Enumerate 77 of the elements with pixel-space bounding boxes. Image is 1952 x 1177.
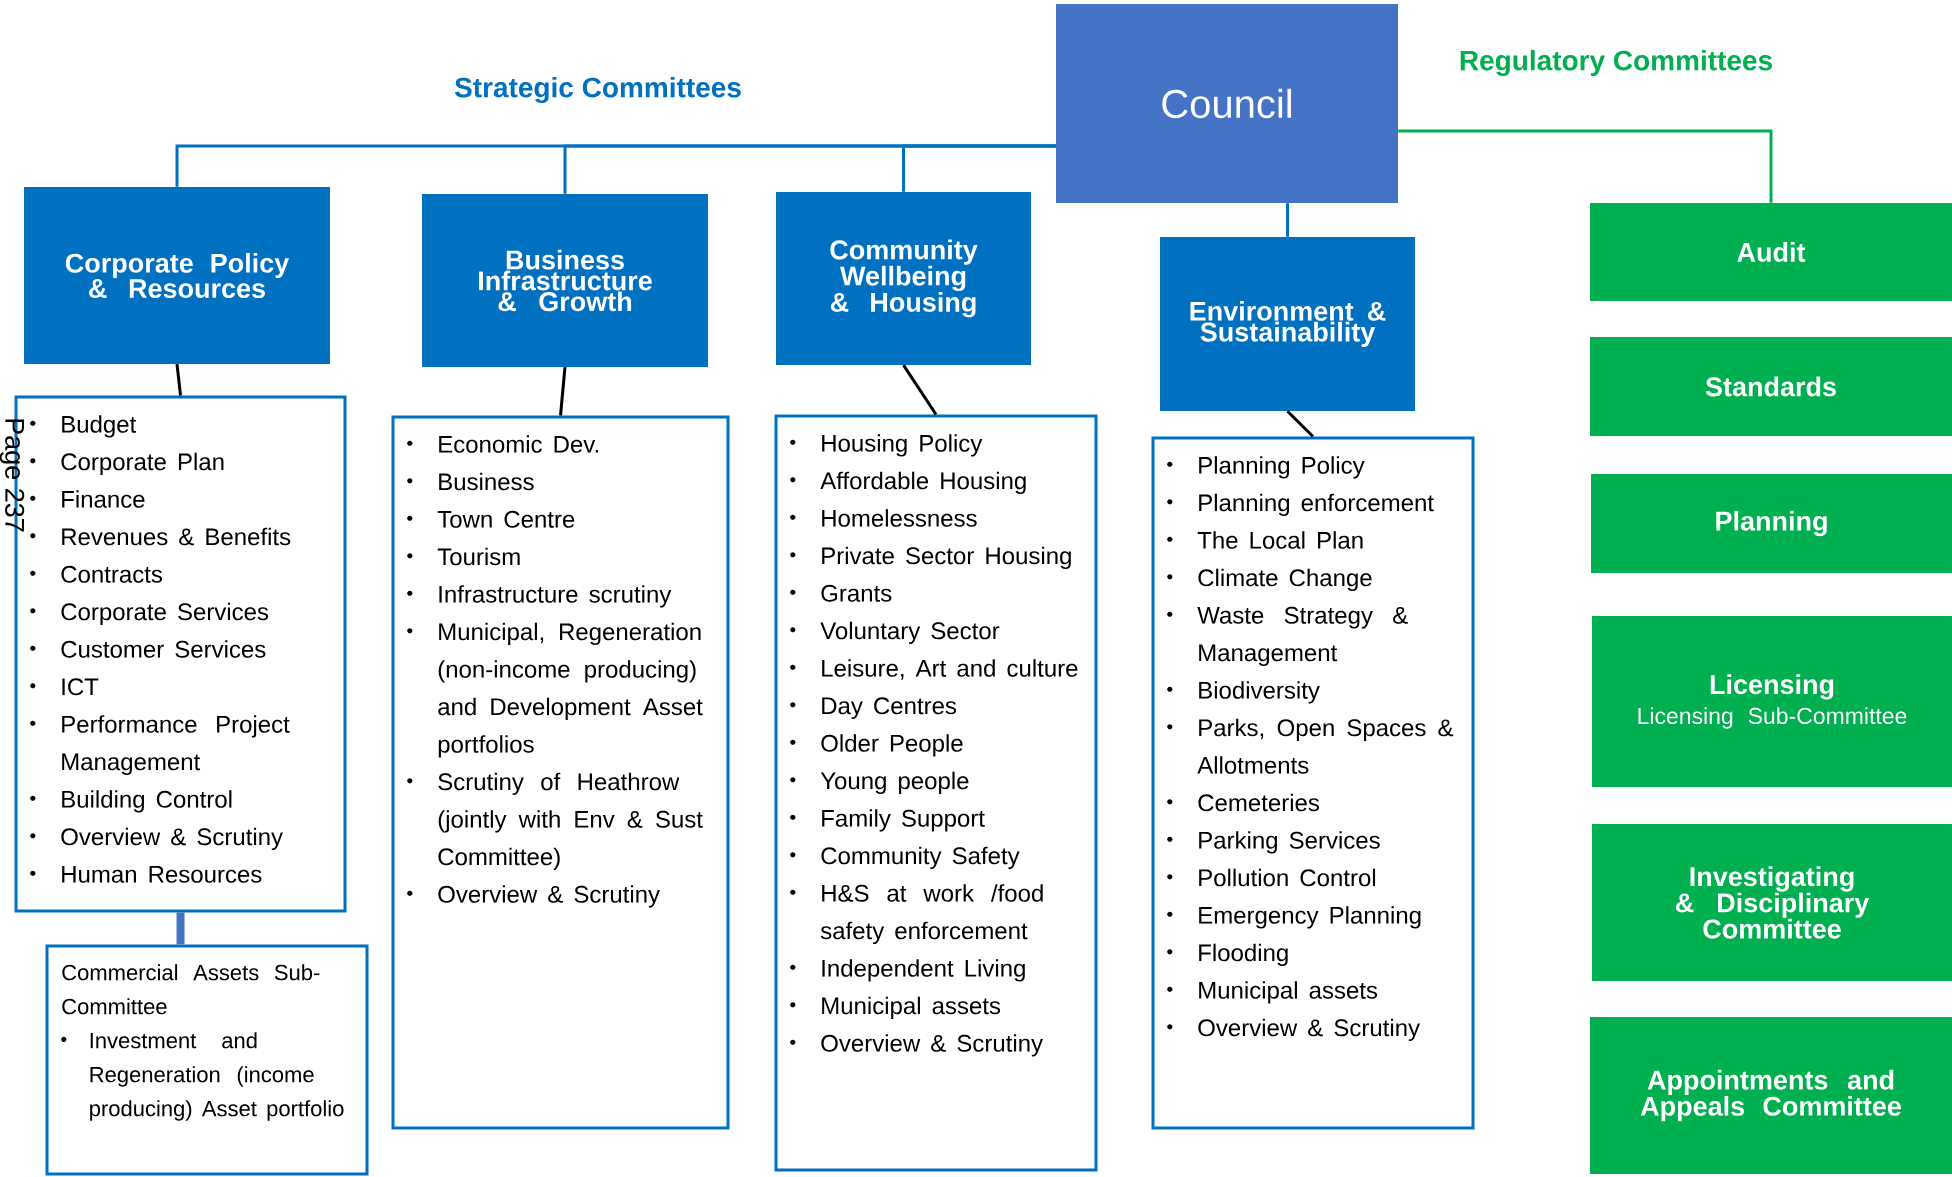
list-item: Housing Policy <box>790 434 983 457</box>
list-item: Contracts <box>30 565 163 583</box>
connector-line <box>559 367 567 416</box>
list-item: Day Centres <box>790 697 957 720</box>
list-item: Municipal assets <box>1167 981 1378 1004</box>
list-item: Voluntary Sector <box>790 621 1000 645</box>
list-heading: Commercial Assets Sub-Committee <box>62 964 320 1015</box>
list-item: Homelessness <box>790 509 977 527</box>
list-item: Family Support <box>790 809 985 832</box>
connector-line <box>1398 129 1773 203</box>
list-item: Overview & Scrutiny <box>407 885 660 908</box>
committee-box: Business Infrastructure & Growth <box>422 194 708 367</box>
list-item: H&S at work /food safety enforcement <box>790 884 1043 945</box>
committee-box: Investigating & Disciplinary Committee <box>1592 824 1952 981</box>
list-item: Affordable Housing <box>790 471 1026 495</box>
list-box <box>391 415 730 1130</box>
list-item: Emergency Planning <box>1167 906 1421 929</box>
committee-box: Community Wellbeing & Housing <box>776 192 1031 365</box>
list-box <box>774 414 1098 1172</box>
list-item: Finance <box>30 490 145 508</box>
list-item: Climate Change <box>1167 568 1372 592</box>
list-item: Overview & Scrutiny <box>30 827 283 851</box>
list-item: Revenues & Benefits <box>30 527 291 546</box>
committee-box: Environment & Sustainability <box>1160 237 1415 411</box>
list-item: Parking Services <box>1167 831 1380 854</box>
list-item: Municipal assets <box>790 996 1001 1020</box>
list-item: Economic Dev. <box>407 435 598 453</box>
list-item: Human Resources <box>30 866 262 883</box>
list-item: Older People <box>790 734 963 757</box>
list-item: Community Safety <box>790 846 1020 870</box>
page-number: Page 237 <box>0 419 25 532</box>
list-item: ICT <box>30 678 99 696</box>
list-item: Private Sector Housing <box>790 546 1071 570</box>
list-item: Independent Living <box>790 959 1025 982</box>
list-item: Planning Policy <box>1167 456 1365 479</box>
list-item: Corporate Services <box>30 602 269 626</box>
list-item: Investment and Regeneration (income producing) Asset portfolio <box>61 1032 344 1121</box>
committee-box: Appointments and Appeals Committee <box>1590 1017 1952 1174</box>
list-item: Leisure, Art and culture <box>790 659 1078 680</box>
list-box <box>45 944 369 1176</box>
list-item: Municipal, Regeneration (non-income producing) and Development Asset portfolios <box>407 622 703 758</box>
list-box <box>1151 436 1475 1130</box>
list-item: Performance Project Management <box>30 715 290 776</box>
committee-box: Corporate Policy & Resources <box>24 187 330 364</box>
list-item: Pollution Control <box>1167 868 1376 887</box>
committee-box: Standards <box>1590 337 1952 436</box>
list-item: Cemeteries <box>1167 793 1320 812</box>
list-item: Customer Services <box>30 640 266 658</box>
list-item: Business <box>407 472 534 491</box>
connector-line <box>902 364 938 416</box>
list-item: Young people <box>790 771 969 795</box>
list-item: Scrutiny of Heathrow (jointly with Env & Sust Committee) <box>407 772 703 871</box>
list-item: Building Control <box>30 790 232 813</box>
list-item: Planning enforcement <box>1167 493 1434 517</box>
list-item: The Local Plan <box>1167 531 1363 549</box>
group-heading: Strategic Committees <box>454 76 741 104</box>
list-item: Town Centre <box>407 510 575 528</box>
list-item: Overview & Scrutiny <box>1167 1018 1420 1042</box>
list-item: Budget <box>30 415 137 438</box>
connector-line <box>1286 203 1289 237</box>
list-item: Grants <box>790 584 892 602</box>
committee-box: Licensing Licensing Sub-Committee <box>1592 616 1952 787</box>
connector-line <box>175 364 182 396</box>
list-item: Biodiversity <box>1167 681 1320 704</box>
list-item: Corporate Plan <box>30 452 224 476</box>
list-item: Parks, Open Spaces & Allotments <box>1167 718 1454 774</box>
list-item: Flooding <box>1167 943 1288 967</box>
list-item: Tourism <box>407 547 520 566</box>
committee-box: Planning <box>1591 474 1952 573</box>
list-item: Waste Strategy & Management <box>1167 606 1408 667</box>
council-box: Council <box>1056 4 1398 203</box>
connector-line <box>1286 410 1315 438</box>
connector-line <box>902 144 1056 192</box>
committee-box: Audit <box>1590 203 1952 301</box>
group-heading: Regulatory Committees <box>1460 49 1772 77</box>
list-item: Infrastructure scrutiny <box>407 585 672 608</box>
list-item: Overview & Scrutiny <box>790 1034 1043 1057</box>
